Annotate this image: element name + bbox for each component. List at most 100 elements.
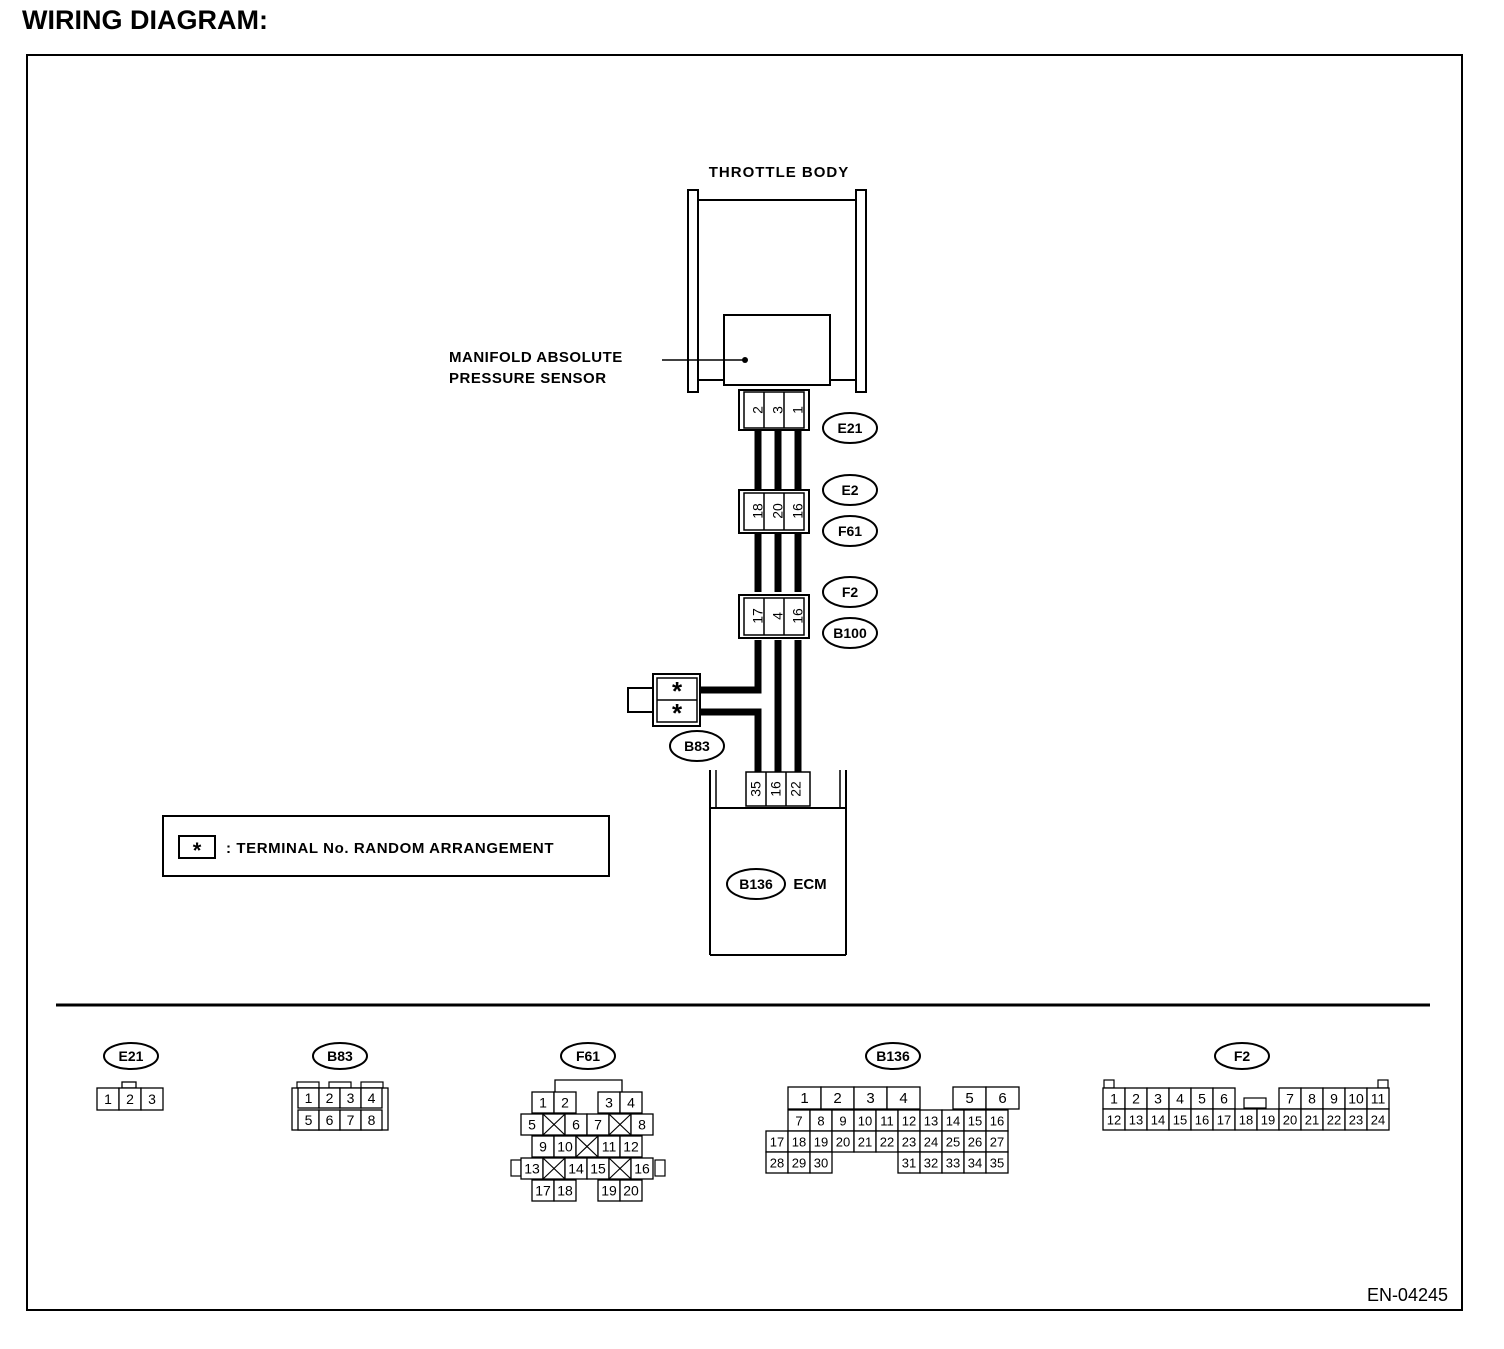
- document-id: EN-04245: [1367, 1285, 1448, 1305]
- f2-key: [1243, 1097, 1267, 1109]
- b136-cavity-number: 2: [833, 1090, 841, 1107]
- b136-face-tag-label: B136: [876, 1048, 910, 1064]
- throttle-body-label: THROTTLE BODY: [709, 164, 850, 181]
- f61-cavity-number: 20: [623, 1183, 639, 1199]
- b83-tag: [669, 730, 725, 762]
- f61-pin: 16: [790, 503, 806, 519]
- f2-cavity-number: 3: [1154, 1091, 1162, 1107]
- b83-cavity-number: 7: [347, 1112, 355, 1128]
- f2-cavity-number: 10: [1348, 1091, 1364, 1107]
- f61-blank-cross: [542, 1113, 566, 1136]
- f61-cavity-number: 18: [557, 1183, 573, 1199]
- b83-latch: [296, 1081, 320, 1089]
- throttle-body: [687, 189, 867, 393]
- f2-cavity-number: 6: [1220, 1091, 1228, 1107]
- e21-pin: 1: [790, 406, 806, 414]
- map-sensor-label-line2: PRESSURE SENSOR: [449, 370, 607, 387]
- b83-latch: [328, 1081, 352, 1089]
- f61-cavity: [630, 1157, 654, 1180]
- f61-cavity-number: 15: [590, 1161, 606, 1177]
- f61-cavity-number: 6: [572, 1117, 580, 1133]
- f61-ear: [510, 1159, 522, 1177]
- f61-latch: [554, 1079, 623, 1092]
- f2-cavity-number: 8: [1308, 1091, 1316, 1107]
- f61-ear: [654, 1159, 666, 1177]
- b136-cavity-number: 18: [792, 1135, 806, 1150]
- f61-cavity: [553, 1179, 577, 1202]
- f61-cavity-number: 19: [601, 1183, 617, 1199]
- b136-cavity-number: 3: [866, 1090, 874, 1107]
- b136-cavity-number: 35: [990, 1156, 1004, 1171]
- f2-tag: [822, 576, 878, 608]
- f2-cavity-number: 15: [1173, 1113, 1187, 1128]
- b100-pin: 16: [790, 608, 806, 624]
- map-sensor-body: [723, 314, 831, 386]
- connector-e2-f61: 18 20 16: [738, 489, 810, 534]
- b136-tag-label: B136: [739, 876, 773, 892]
- f61-cavity-number: 9: [539, 1139, 547, 1155]
- b136-cavity-number: 11: [880, 1114, 894, 1129]
- f61-cavity: [553, 1091, 577, 1114]
- e21-cavity: [140, 1087, 164, 1111]
- f2-cavity-number: 23: [1349, 1113, 1363, 1128]
- f2-cavity-number: 24: [1371, 1113, 1385, 1128]
- f2-cavity-number: 11: [1371, 1091, 1386, 1107]
- e21-face-tag: [103, 1042, 159, 1070]
- b100-tag: [822, 617, 878, 649]
- f2-cavity-number: 14: [1151, 1113, 1165, 1128]
- page-title: WIRING DIAGRAM:: [22, 5, 268, 35]
- e21-pin: 2: [750, 406, 766, 414]
- ecm-pin: 22: [788, 781, 804, 797]
- b136-cavity-number: 32: [924, 1156, 938, 1171]
- f61-face-tag: [560, 1042, 616, 1070]
- f61-cavity-number: 5: [528, 1117, 536, 1133]
- e21-tag-label: E21: [838, 420, 863, 436]
- f61-cavity-number: 17: [535, 1183, 551, 1199]
- b136-cavity-number: 1: [800, 1090, 808, 1107]
- diagram-frame: [26, 54, 1463, 1311]
- map-sensor-label-line1: MANIFOLD ABSOLUTE: [449, 349, 623, 366]
- f2-cavity-number: 18: [1239, 1113, 1253, 1128]
- b136-cavity-number: 7: [795, 1114, 802, 1129]
- b136-cavity-number: 31: [902, 1156, 916, 1171]
- b136-cavity-number: 17: [770, 1135, 784, 1150]
- b83-cavity-number: 1: [305, 1090, 313, 1106]
- f61-cavity: [619, 1179, 643, 1202]
- b100-tag-label: B100: [833, 625, 867, 641]
- f61-cavity-number: 10: [557, 1139, 573, 1155]
- f2-cavity-number: 9: [1330, 1091, 1338, 1107]
- b136-cavity-number: 27: [990, 1135, 1004, 1150]
- wire-7: [700, 640, 762, 694]
- b136-cavity-number: 12: [902, 1114, 916, 1129]
- f61-face-tag-label: F61: [576, 1048, 600, 1064]
- f61-cavity-number: 2: [561, 1095, 569, 1111]
- b136-cavity-number: 10: [858, 1114, 872, 1129]
- f2-cavity-number: 22: [1327, 1113, 1341, 1128]
- b136-cavity-number: 15: [968, 1114, 982, 1129]
- b83-pin: *: [672, 698, 683, 728]
- legend-text: : TERMINAL No. RANDOM ARRANGEMENT: [226, 840, 554, 857]
- b83-pin: *: [672, 676, 683, 706]
- f2-cavity-number: 20: [1283, 1113, 1297, 1128]
- ecm-pin: 16: [768, 781, 784, 797]
- f61-cavity-number: 12: [623, 1139, 639, 1155]
- b136-cavity-number: 16: [990, 1114, 1004, 1129]
- map-sensor-dot: [742, 357, 748, 363]
- f61-cavity-number: 7: [594, 1117, 602, 1133]
- b136-cavity-number: 33: [946, 1156, 960, 1171]
- f2-cavity-number: 12: [1107, 1113, 1121, 1128]
- e21-face-tag-label: E21: [119, 1048, 144, 1064]
- b83-cavity-number: 5: [305, 1112, 313, 1128]
- b83-cavity-number: 8: [368, 1112, 376, 1128]
- b136-cavity-number: 20: [836, 1135, 850, 1150]
- e21-cavity-number: 3: [148, 1091, 156, 1107]
- e21-cavity-number: 2: [126, 1091, 134, 1107]
- f61-pin: 18: [750, 503, 766, 519]
- b83-cavity-number: 2: [326, 1090, 334, 1106]
- e2-tag: [822, 474, 878, 506]
- b136-cavity-number: 23: [902, 1135, 916, 1150]
- b136-cavity-number: 29: [792, 1156, 806, 1171]
- f61-cavity: [630, 1113, 654, 1136]
- f61-blank-cross: [608, 1157, 632, 1180]
- b136-cavity-number: 26: [968, 1135, 982, 1150]
